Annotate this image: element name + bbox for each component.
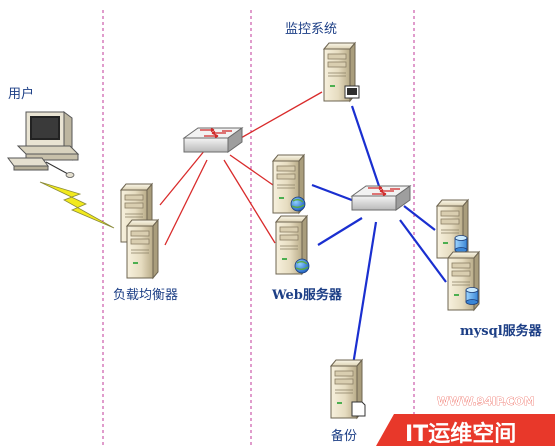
zone-dividers bbox=[102, 10, 415, 446]
server-tower-icon bbox=[126, 219, 159, 279]
link-switch-to-mysql2 bbox=[399, 219, 447, 283]
lightning-link-icon bbox=[39, 181, 115, 229]
database-icon bbox=[465, 287, 479, 305]
label-load-balancer: 负载均衡器 bbox=[113, 288, 178, 303]
link-switch-to-backup bbox=[351, 221, 378, 366]
web-server-2 bbox=[275, 215, 310, 275]
link-switch-to-web1 bbox=[229, 154, 274, 186]
document-badge bbox=[351, 401, 366, 417]
red-links bbox=[159, 91, 323, 246]
label-web-servers: Web服务器 bbox=[271, 287, 343, 303]
watermark-badge bbox=[376, 414, 555, 446]
label-user: 用户 bbox=[8, 86, 34, 102]
watermark: WWW.94IP.COM IT运维空间 bbox=[376, 395, 555, 446]
label-monitor: 监控系统 bbox=[285, 22, 337, 37]
mysql-server-1 bbox=[436, 199, 469, 259]
network-switch-icon bbox=[183, 127, 243, 153]
load-balancer bbox=[120, 183, 159, 279]
link-web2-to-switch bbox=[317, 217, 363, 246]
blue-links bbox=[311, 105, 447, 366]
link-lb-to-switch bbox=[159, 149, 206, 206]
network-switch-icon bbox=[351, 185, 411, 211]
mysql-server-2 bbox=[447, 251, 480, 311]
link-switch-to-monitor bbox=[231, 91, 323, 144]
web-server-1 bbox=[272, 154, 306, 214]
watermark-url: WWW.94IP.COM bbox=[437, 395, 535, 408]
watermark-brand: IT运维空间 bbox=[405, 421, 516, 446]
database-icon bbox=[454, 235, 468, 253]
backup-server bbox=[330, 359, 366, 419]
link-web1-to-switch bbox=[311, 183, 358, 204]
monitor-server bbox=[323, 42, 360, 102]
label-backup: 备份 bbox=[331, 428, 357, 444]
label-mysql-servers: mysql服务器 bbox=[460, 323, 543, 339]
link-switch-to-mysql1 bbox=[403, 205, 436, 231]
link-monitor-to-switch bbox=[350, 105, 383, 193]
link-lb2-to-switch bbox=[164, 159, 208, 246]
link-switch-to-web2 bbox=[223, 159, 276, 244]
desktop-computer-icon bbox=[7, 111, 80, 178]
user-computer bbox=[7, 111, 80, 178]
